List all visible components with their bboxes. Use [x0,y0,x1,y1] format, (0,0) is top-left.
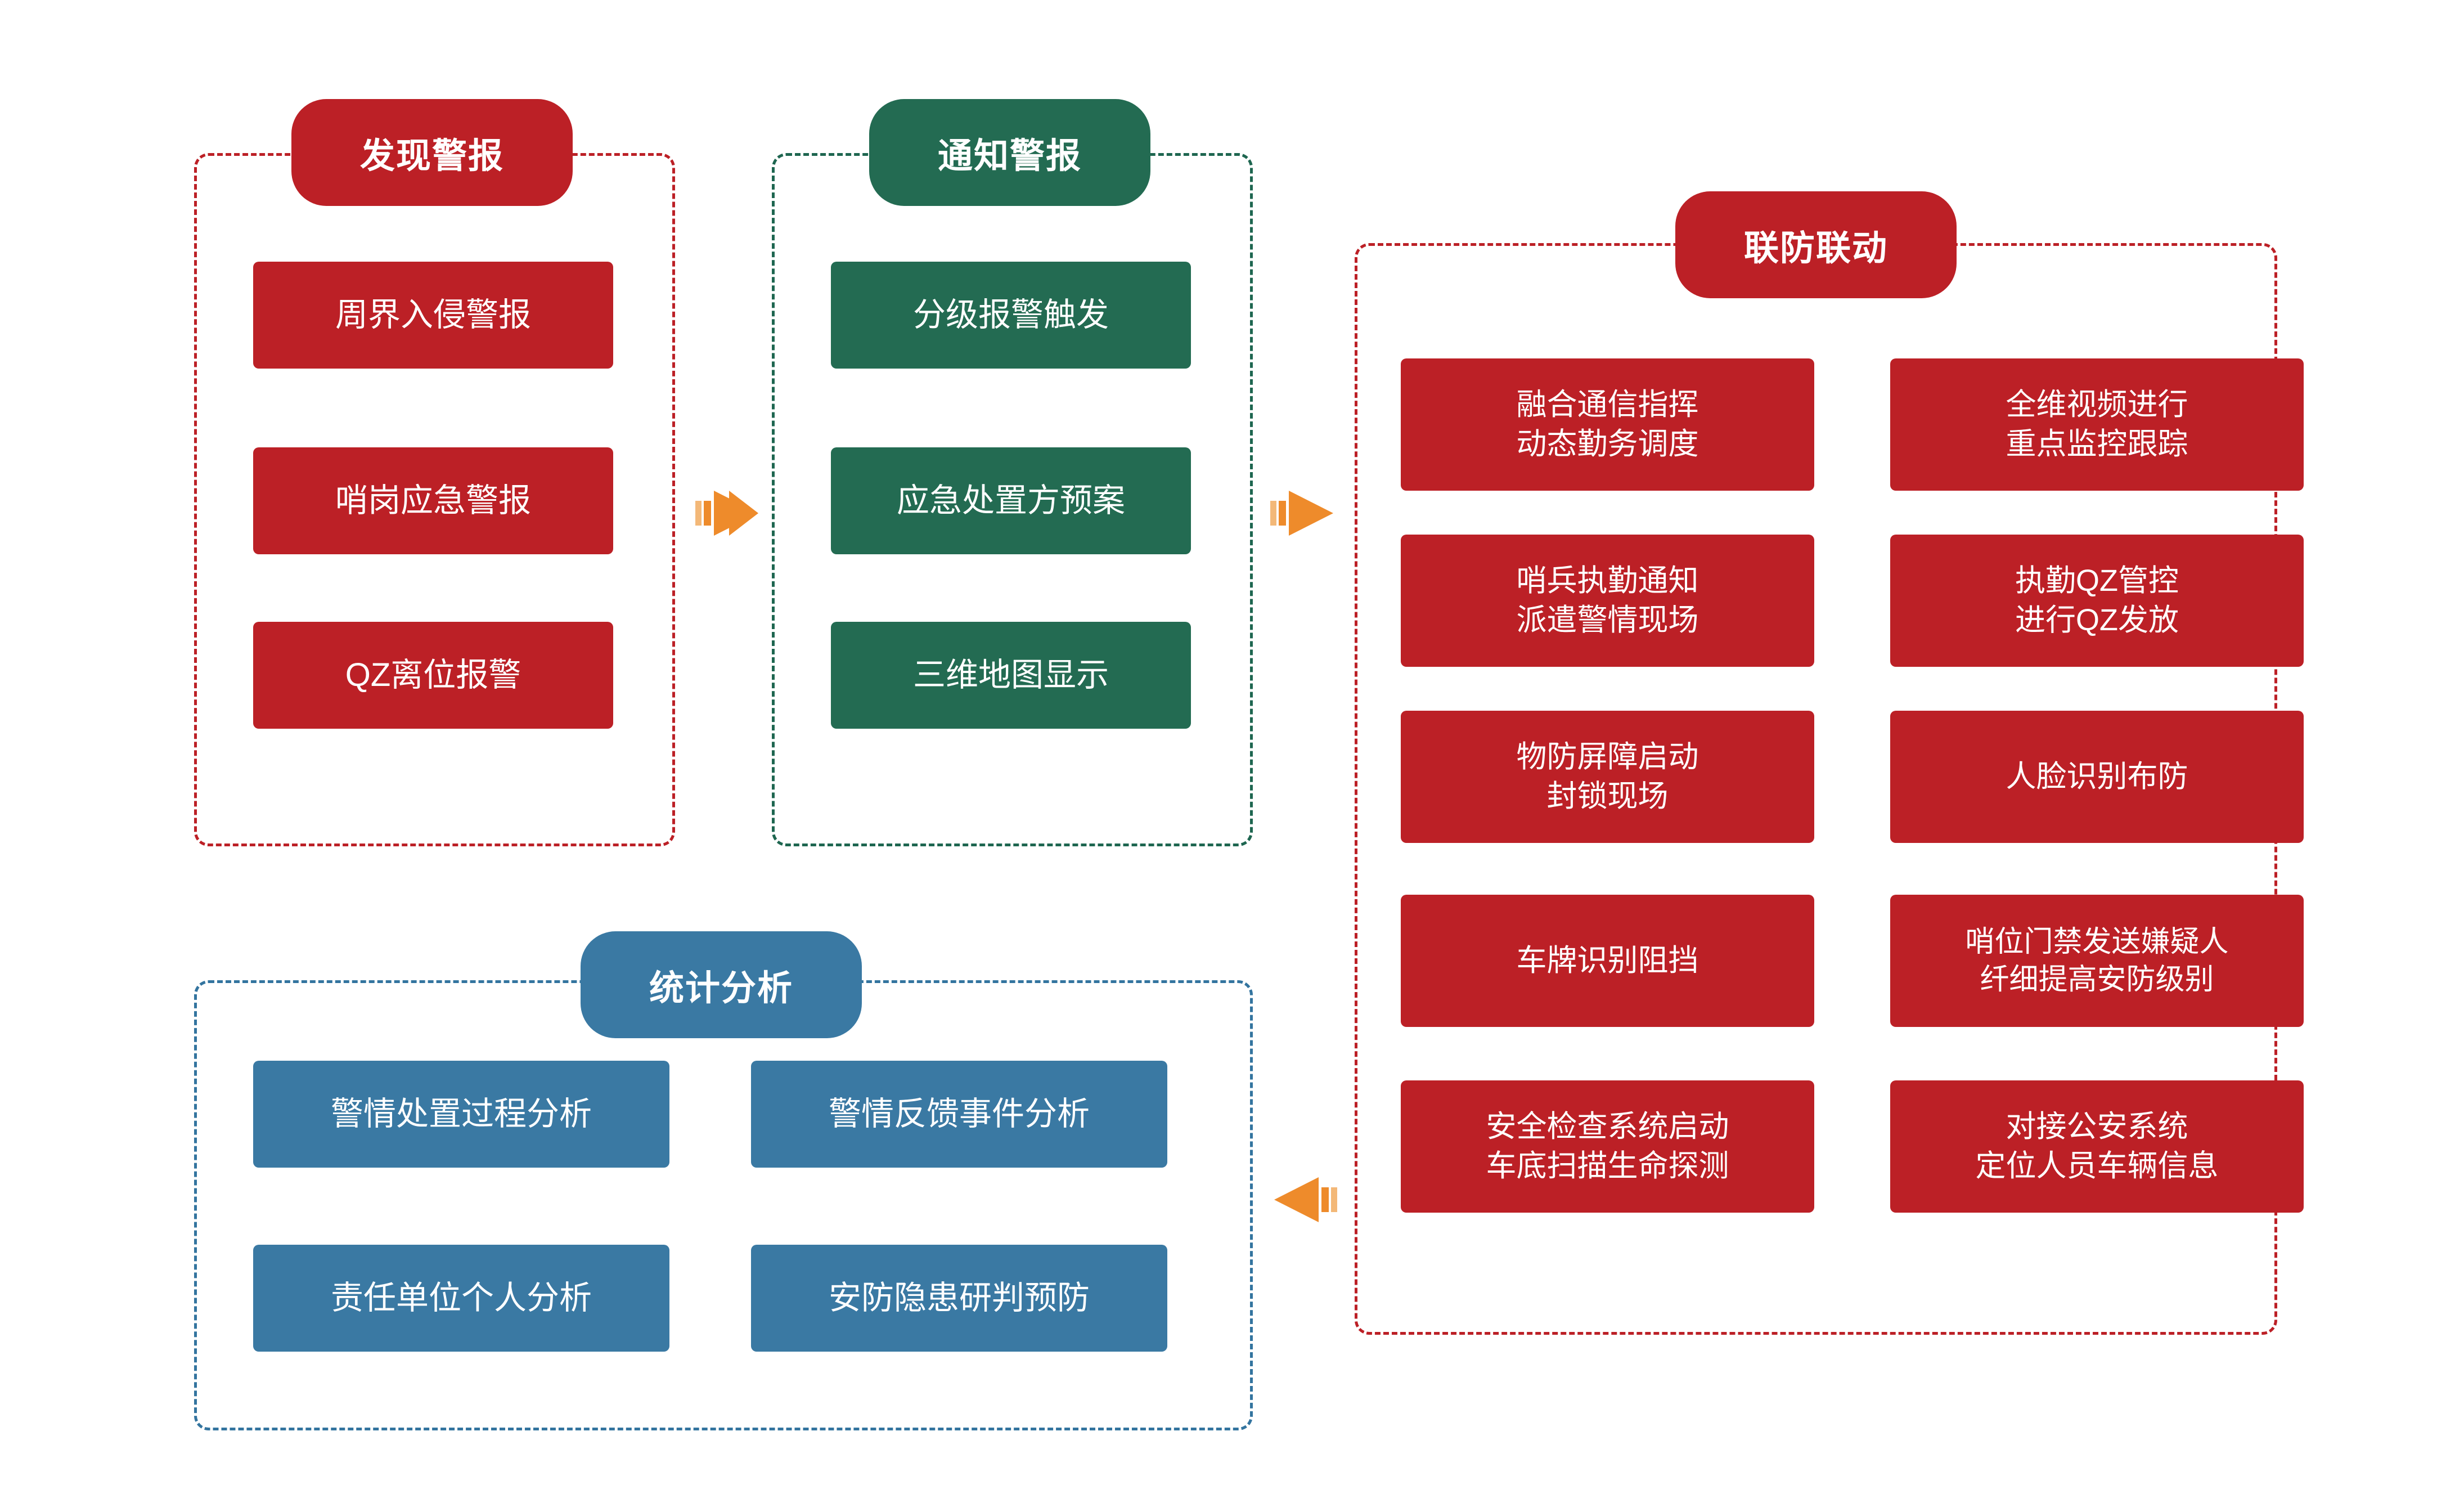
item-box[interactable]: QZ离位报警 [253,622,613,729]
item-label: 融合通信指挥 动态勤务调度 [1516,388,1699,461]
item-label: 哨位门禁发送嫌疑人 纤细提高安防级别 [1965,925,2229,996]
item-label: 执勤QZ管控 进行QZ发放 [2015,564,2179,637]
item-box[interactable]: 车牌识别阻挡 [1401,895,1814,1027]
item-label: QZ离位报警 [345,656,521,693]
item-box[interactable]: 应急处置方预案 [831,447,1191,554]
item-box[interactable]: 分级报警触发 [831,262,1191,369]
item-label: 哨兵执勤通知 派遣警情现场 [1516,564,1699,637]
group-title-notify-alarm: 通知警报 [869,99,1150,206]
item-box[interactable]: 警情处置过程分析 [253,1061,669,1168]
group-title-text: 发现警报 [359,137,504,176]
group-title-joint-defense: 联防联动 [1675,191,1957,298]
item-box[interactable]: 警情反馈事件分析 [751,1061,1167,1168]
item-box[interactable]: 安防隐患研判预防 [751,1245,1167,1352]
group-title-text: 通知警报 [937,137,1082,176]
panel-statistics-analysis [194,980,1253,1430]
item-label: 警情反馈事件分析 [828,1095,1090,1132]
item-label: 三维地图显示 [912,656,1109,693]
item-label: 物防屏障启动 封锁现场 [1516,740,1699,813]
item-box[interactable]: 哨岗应急警报 [253,447,613,554]
group-title-text: 联防联动 [1743,229,1888,268]
arrow-right-icon [1270,485,1335,541]
item-box[interactable]: 全维视频进行 重点监控跟踪 [1890,358,2304,491]
group-title-discover-alarm: 发现警报 [291,99,573,206]
item-label: 车牌识别阻挡 [1516,943,1699,977]
item-box[interactable]: 执勤QZ管控 进行QZ发放 [1890,535,2304,667]
group-title-statistics-analysis: 统计分析 [581,931,862,1038]
item-box[interactable]: 人脸识别布防 [1890,711,2304,843]
item-label: 周界入侵警报 [335,296,531,333]
item-box[interactable]: 责任单位个人分析 [253,1245,669,1352]
item-box[interactable]: 融合通信指挥 动态勤务调度 [1401,358,1814,491]
item-label: 对接公安系统 定位人员车辆信息 [1975,1110,2219,1183]
group-title-text: 统计分析 [649,969,793,1008]
item-box[interactable]: 安全检查系统启动 车底扫描生命探测 [1401,1080,1814,1213]
item-label: 全维视频进行 重点监控跟踪 [2006,388,2188,461]
arrow-right-icon [695,485,760,541]
item-label: 责任单位个人分析 [330,1279,592,1316]
item-label: 哨岗应急警报 [335,482,531,519]
item-label: 安全检查系统启动 车底扫描生命探测 [1486,1110,1729,1183]
item-label: 警情处置过程分析 [330,1095,592,1132]
item-label: 人脸识别布防 [2006,759,2188,793]
item-box[interactable]: 三维地图显示 [831,622,1191,729]
item-box[interactable]: 哨兵执勤通知 派遣警情现场 [1401,535,1814,667]
arrow-left-icon [1273,1172,1337,1228]
item-box[interactable]: 对接公安系统 定位人员车辆信息 [1890,1080,2304,1213]
item-box[interactable]: 哨位门禁发送嫌疑人 纤细提高安防级别 [1890,895,2304,1027]
item-label: 安防隐患研判预防 [828,1279,1090,1316]
item-box[interactable]: 物防屏障启动 封锁现场 [1401,711,1814,843]
item-box[interactable]: 周界入侵警报 [253,262,613,369]
item-label: 应急处置方预案 [896,482,1125,519]
item-label: 分级报警触发 [912,296,1109,333]
